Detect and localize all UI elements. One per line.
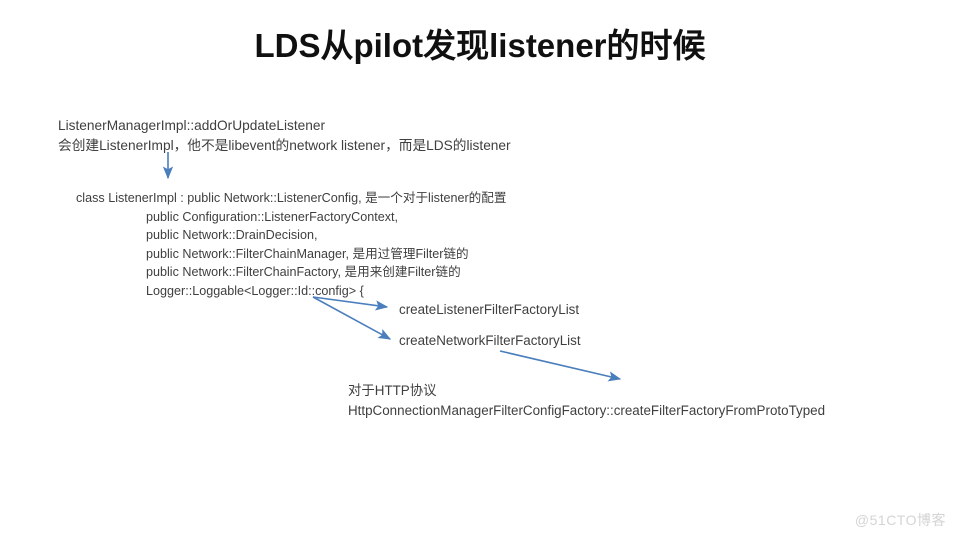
class-line-filter-chain-factory: public Network::FilterChainFactory, 是用来创… (146, 265, 461, 280)
http-line-1: 对于HTTP协议 (348, 383, 437, 398)
http-line-2: HttpConnectionManagerFilterConfigFactory… (348, 403, 826, 418)
class-line-loggable: Logger::Loggable<Logger::Id::config> { (146, 283, 364, 298)
class-line-factory-context: public Configuration::ListenerFactoryCon… (146, 209, 399, 224)
arrow-class-to-network-factory (312, 296, 392, 340)
callout-create-network-filter-factory-list: createNetworkFilterFactoryList (399, 333, 581, 348)
intro-line-2: 会创建ListenerImpl，他不是libevent的network list… (58, 138, 511, 153)
http-protocol-block: 对于HTTP协议 HttpConnectionManagerFilterConf… (348, 381, 825, 421)
page-title: LDS从pilot发现listener的时候 (254, 27, 706, 64)
watermark-51cto: @51CTO博客 (854, 512, 946, 528)
arrow-network-factory-to-http (499, 350, 622, 382)
class-definition-block: class ListenerImpl : public Network::Lis… (76, 189, 506, 301)
intro-line-1: ListenerManagerImpl::addOrUpdateListener (58, 118, 326, 133)
callout-create-listener-filter-factory-list: createListenerFilterFactoryList (399, 302, 580, 317)
class-line-drain-decision: public Network::DrainDecision, (146, 228, 318, 243)
intro-text-block: ListenerManagerImpl::addOrUpdateListener… (58, 116, 511, 156)
class-line-declaration: class ListenerImpl : public Network::Lis… (76, 191, 507, 205)
class-line-filter-chain-manager: public Network::FilterChainManager, 是用过管… (146, 246, 469, 261)
